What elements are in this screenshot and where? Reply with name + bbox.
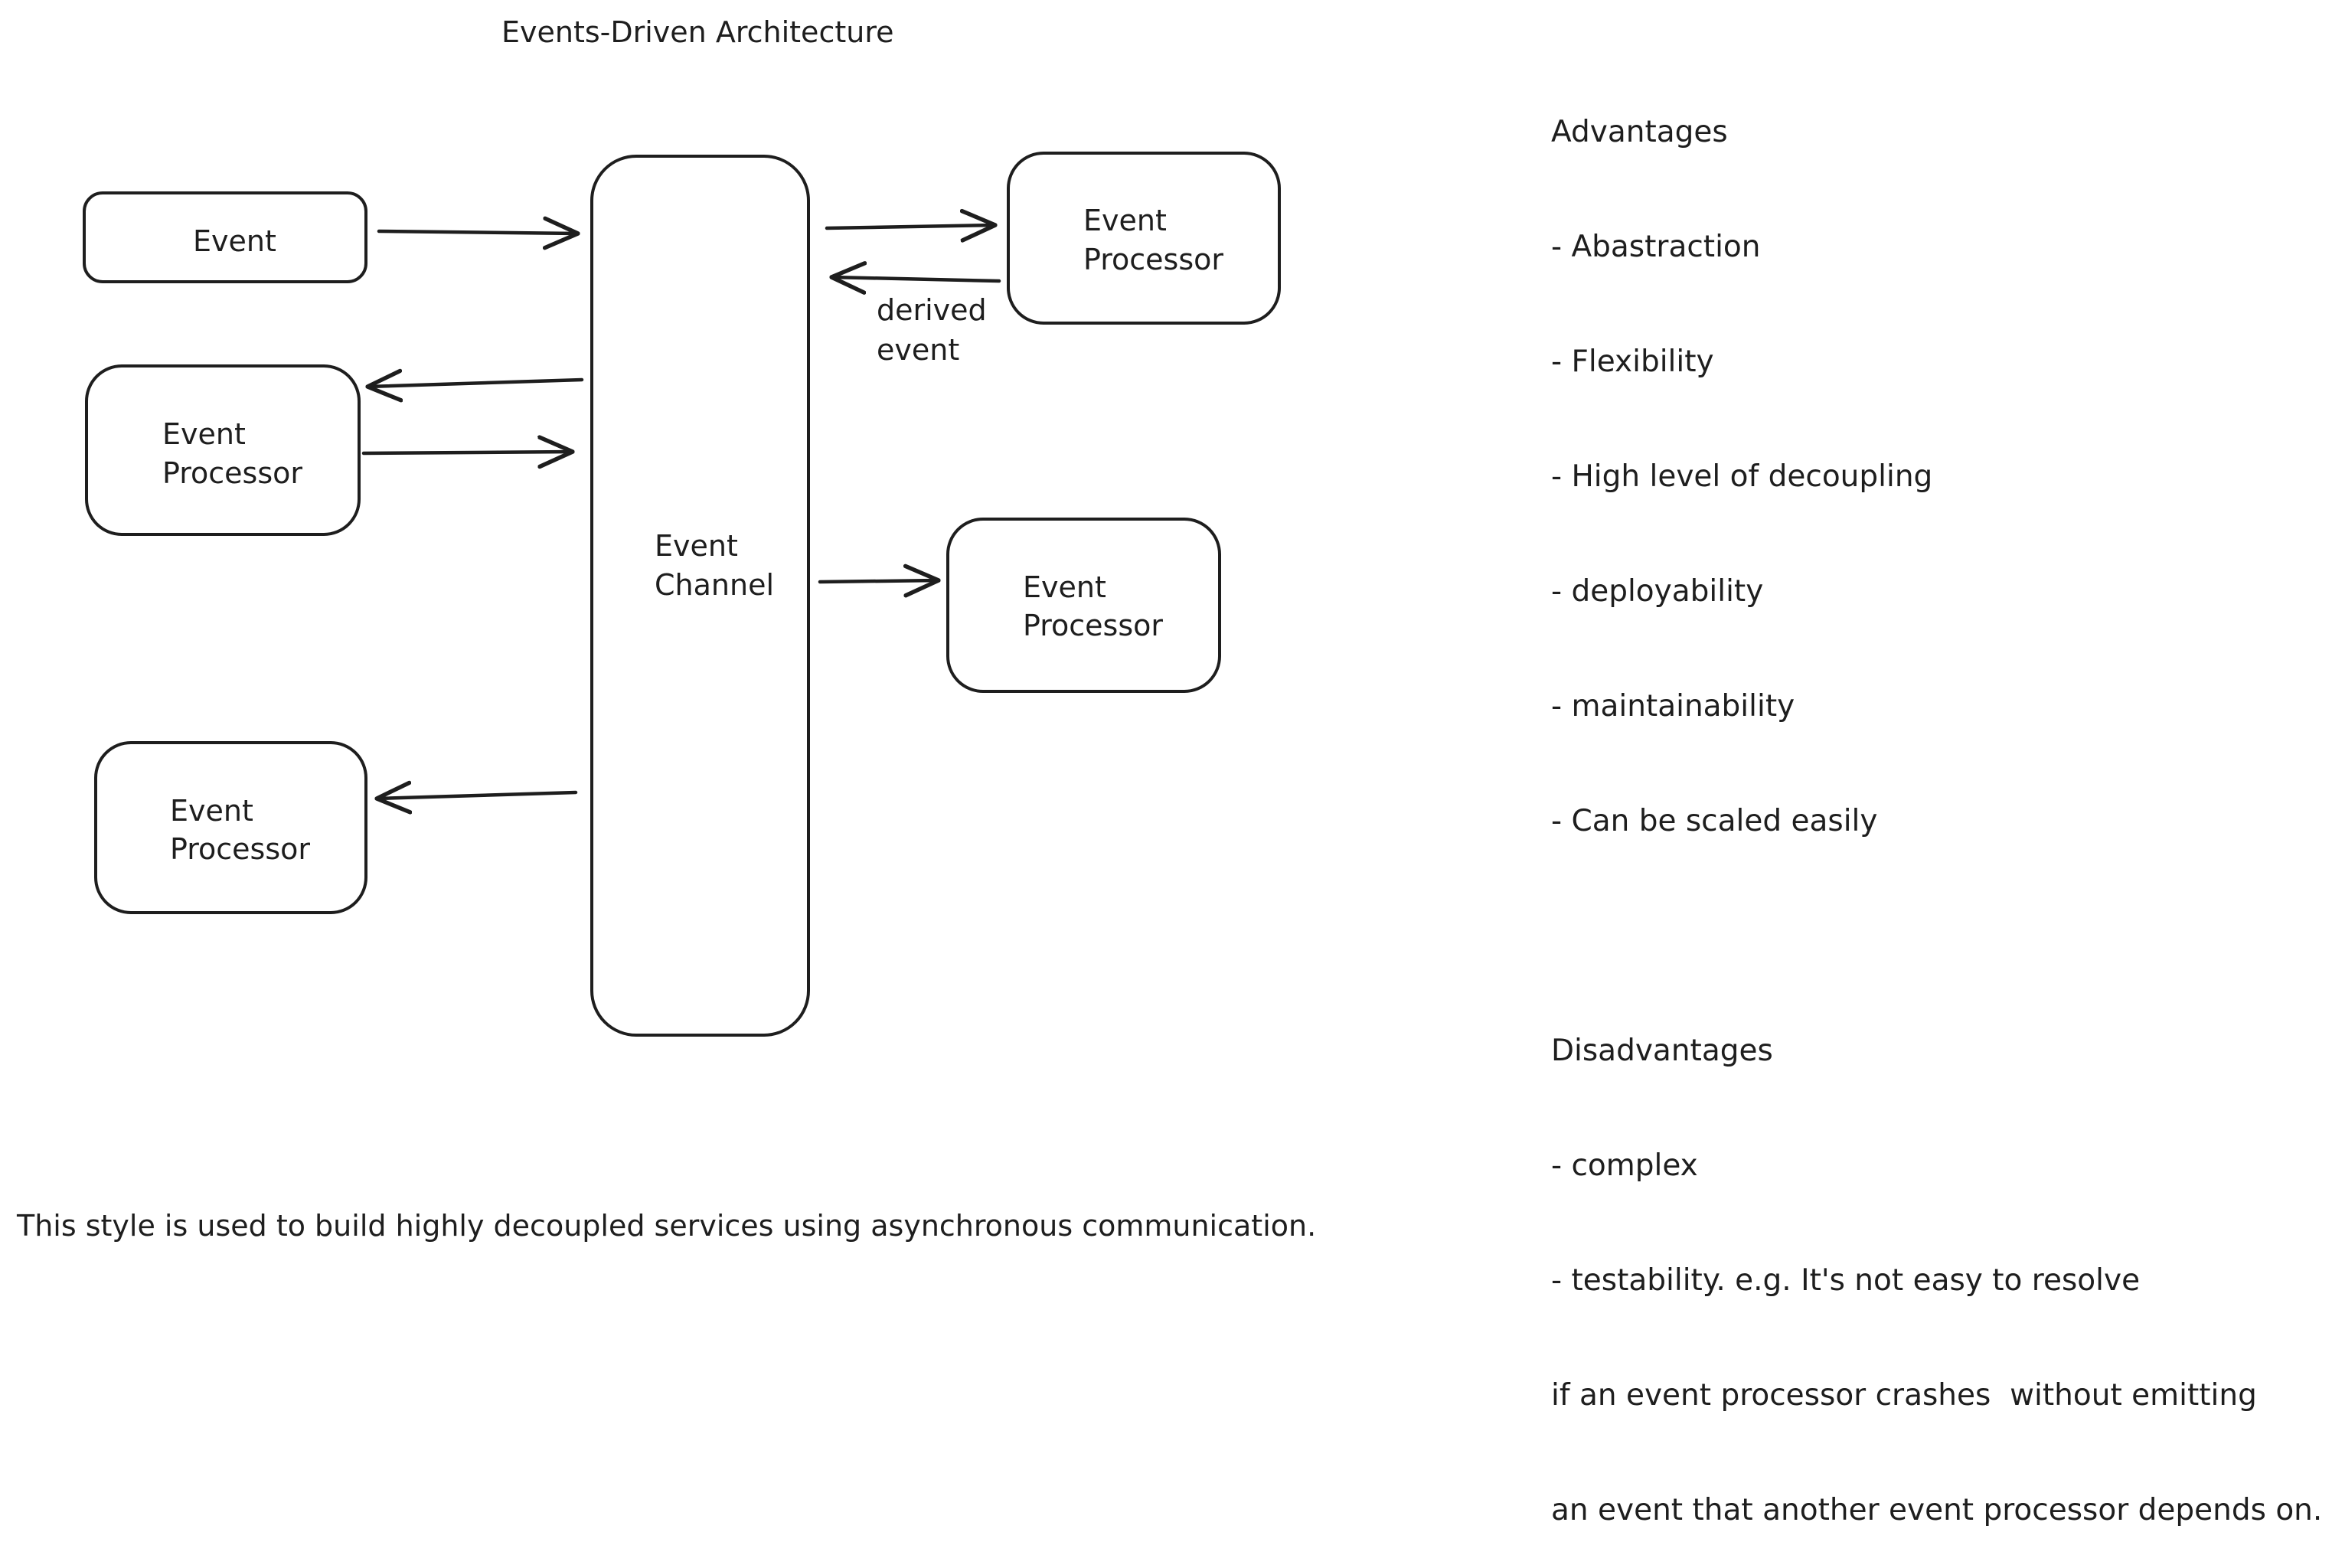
event-processor-left-top[interactable]: Event Processor: [85, 364, 361, 536]
arrow-channel-to-left-bottom-processor: [377, 792, 578, 799]
event-processor-right-middle[interactable]: Event Processor: [946, 518, 1221, 693]
notes-panel: Advantages - Abastraction - Flexibility …: [1551, 37, 2322, 1568]
event-processor-right-top[interactable]: Event Processor: [1007, 152, 1281, 325]
advantage-item: - maintainability: [1551, 689, 1795, 724]
architecture-diagram: Events-Driven Architecture Event Event P…: [83, 15, 1281, 1037]
arrow-channel-to-left-top-processor: [367, 380, 584, 387]
event-processor-right-top-box: [1007, 152, 1281, 325]
derived-event-label-2: event: [877, 333, 959, 367]
event-processor-right-top-label-2: Processor: [1083, 243, 1223, 276]
disadvantage-item: if an event processor crashes without em…: [1551, 1378, 2257, 1413]
event-processor-left-top-label-1: Event: [162, 417, 246, 451]
arrow-channel-to-right-middle-processor: [818, 580, 939, 582]
arrow-left-top-processor-to-channel: [361, 452, 573, 453]
event-channel-label-1: Event: [655, 529, 738, 563]
disadvantage-item: an event that another event processor de…: [1551, 1493, 2323, 1527]
disadvantage-item: - complex: [1551, 1148, 1698, 1183]
event-processor-right-middle-box: [946, 518, 1221, 693]
event-processor-left-bottom-box: [94, 741, 367, 914]
disadvantages-heading: Disadvantages: [1551, 1034, 1773, 1068]
advantage-item: - High level of decoupling: [1551, 459, 1933, 494]
advantages-heading: Advantages: [1551, 115, 1728, 149]
event-processor-right-middle-label-2: Processor: [1023, 609, 1163, 642]
advantage-item: - Can be scaled easily: [1551, 804, 1878, 838]
arrow-channel-to-right-top-processor: [825, 225, 995, 228]
arrow-derived-event-to-channel: [831, 277, 1001, 281]
event-channel-label-2: Channel: [655, 568, 774, 602]
event-processor-left-bottom[interactable]: Event Processor: [94, 741, 367, 914]
event-node-box: [83, 191, 367, 283]
advantage-item: - deployability: [1551, 574, 1764, 609]
advantage-item: - Flexibility: [1551, 345, 1714, 379]
event-processor-left-bottom-label-1: Event: [170, 794, 253, 828]
event-processor-left-top-label-2: Processor: [162, 456, 302, 490]
arrow-event-to-channel: [377, 231, 578, 234]
event-processor-left-bottom-label-2: Processor: [170, 832, 310, 866]
event-processor-right-top-label-1: Event: [1083, 204, 1167, 237]
derived-event-label-1: derived: [877, 293, 987, 327]
event-processor-right-middle-label-1: Event: [1023, 570, 1106, 604]
event-node[interactable]: Event: [83, 191, 367, 283]
event-channel-node[interactable]: Event Channel: [590, 155, 810, 1037]
notes-spacer: [1551, 917, 2322, 956]
diagram-title: Events-Driven Architecture: [501, 15, 893, 49]
event-channel-box: [590, 155, 810, 1037]
event-processor-left-top-box: [85, 364, 361, 536]
advantage-item: - Abastraction: [1551, 230, 1761, 264]
disadvantage-item: - testability. e.g. It's not easy to res…: [1551, 1263, 2141, 1298]
event-node-label: Event: [193, 224, 276, 258]
diagram-caption: This style is used to build highly decou…: [17, 1209, 1317, 1243]
